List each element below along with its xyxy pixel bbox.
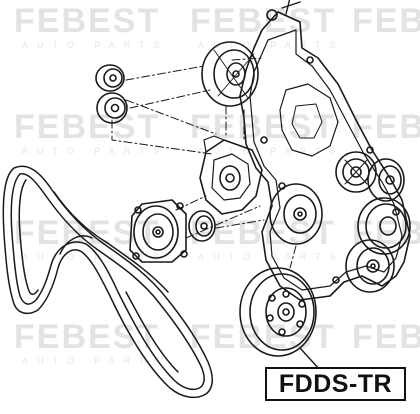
idler-pulley-small bbox=[188, 210, 216, 242]
alignment-lines bbox=[111, 57, 297, 269]
idler-pulley-left-upper bbox=[95, 64, 128, 124]
idler-pulley-right-upper bbox=[367, 158, 405, 202]
watermark-sub: AUTO PARTS bbox=[198, 252, 345, 262]
watermark-brand: FEBEST bbox=[190, 2, 337, 40]
watermark-brand: FEBEST bbox=[352, 318, 420, 356]
watermark-sub: AUTO PARTS bbox=[198, 146, 345, 156]
watermark-brand: FEBEST bbox=[14, 108, 161, 146]
idler-pulley-top bbox=[201, 41, 259, 107]
watermark-sub: AUTO PARTS bbox=[22, 40, 169, 50]
watermark-sub: AUTO PARTS bbox=[22, 252, 169, 262]
watermark-sub: AUTO PARTS bbox=[22, 356, 169, 366]
poly-v-belt bbox=[2, 165, 213, 399]
water-pump-pulley bbox=[269, 183, 323, 245]
watermark-brand: FEBEST bbox=[14, 2, 161, 40]
watermark-brand: FEBEST bbox=[352, 108, 420, 146]
watermark-brand: FEBEST bbox=[352, 2, 420, 40]
part-number-text: FDDS-TR bbox=[278, 369, 393, 398]
alternator-pulley bbox=[345, 239, 395, 293]
crankshaft-pulley bbox=[239, 267, 317, 357]
watermark-brand: FEBEST bbox=[190, 108, 337, 146]
watermark-sub: AUTO PARTS bbox=[198, 40, 345, 50]
watermark-sub: AUTO PARTS bbox=[22, 146, 169, 156]
belt-tensioner-bracket bbox=[199, 135, 263, 215]
leader-line bbox=[299, 347, 321, 371]
part-number-label: FDDS-TR bbox=[265, 367, 406, 401]
engine-cover bbox=[239, 0, 411, 301]
tensioner-pulley bbox=[129, 199, 188, 263]
